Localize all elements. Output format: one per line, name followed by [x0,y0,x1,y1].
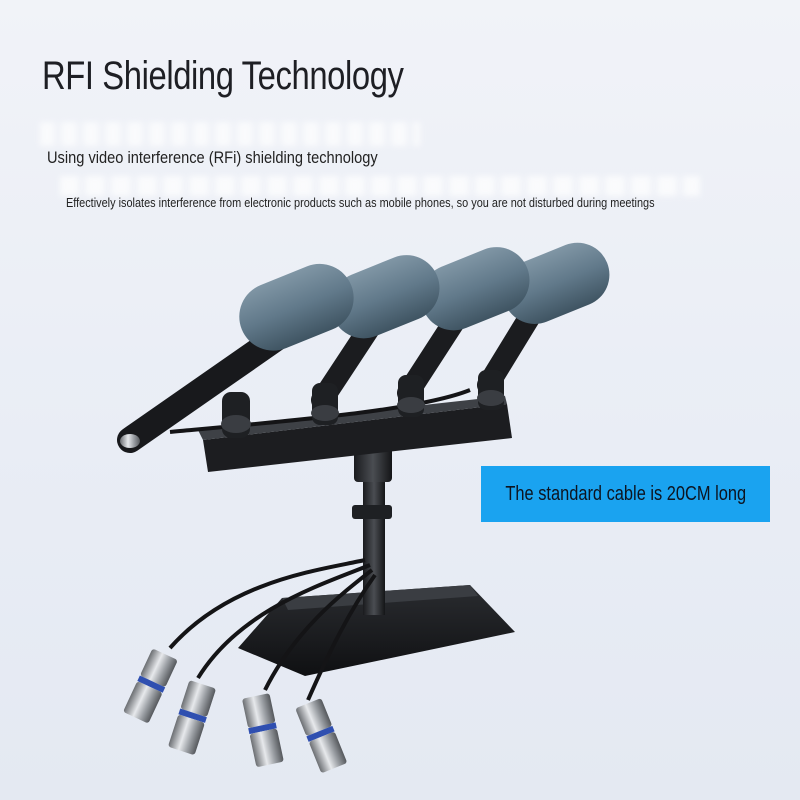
callout-text: The standard cable is 20CM long [505,482,746,505]
xlr-cables [168,388,471,701]
xlr-connector [296,698,347,773]
background-haze [40,122,420,146]
stand-pole [352,446,392,615]
description-text: Effectively isolates interference from e… [66,195,655,210]
cable-length-callout: The standard cable is 20CM long [481,466,770,522]
subtitle: Using video interference (RFi) shielding… [47,148,378,167]
microphone [117,263,354,453]
xlr-connector [242,693,284,767]
xlr-connector [123,649,177,723]
microphone [477,242,610,410]
mic-bar [198,396,512,472]
microphone [311,255,440,425]
page-title: RFI Shielding Technology [42,54,404,98]
xlr-connector [168,680,216,755]
microphone [397,247,530,417]
background-haze [60,176,700,196]
